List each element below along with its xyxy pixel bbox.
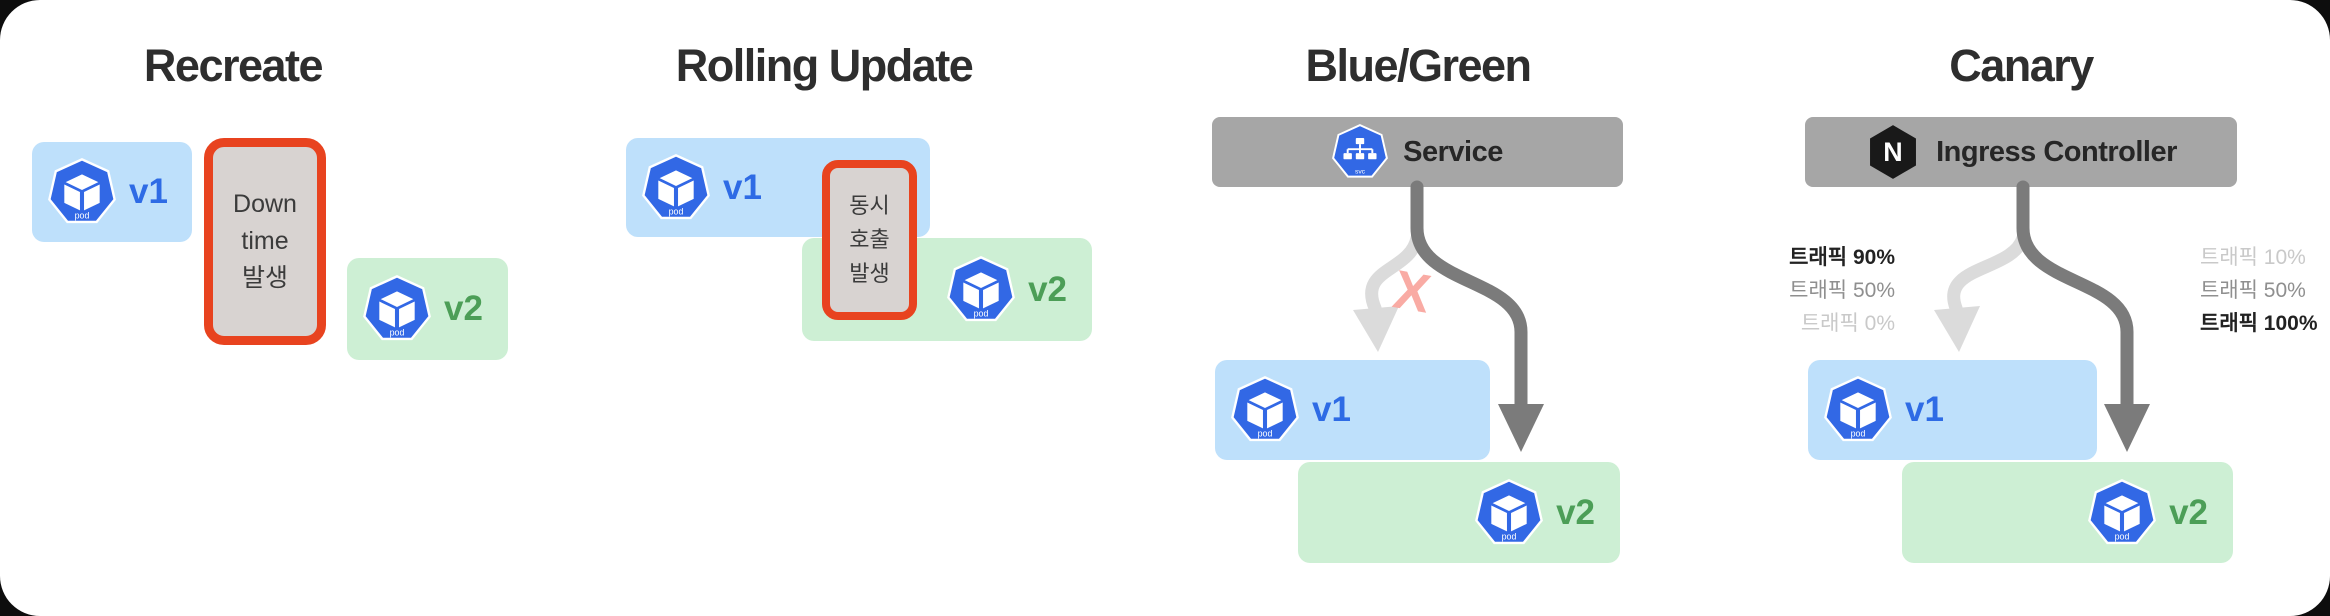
traffic-label: 트래픽 50%	[2200, 279, 2306, 302]
pod-box-v2-blue-green: v2	[1298, 462, 1620, 563]
warning-text-line: 발생	[241, 264, 288, 292]
pod-version-label: v2	[1028, 269, 1067, 309]
warning-text-line: Down	[233, 190, 297, 218]
pod-icon	[642, 154, 710, 222]
arrowhead-v2-active	[1498, 404, 1544, 452]
pod-version-label: v2	[2169, 492, 2208, 532]
nginx-icon	[1865, 124, 1921, 180]
traffic-label: 트래픽 10%	[2200, 246, 2306, 269]
pod-version-label: v2	[444, 289, 483, 328]
section-title-rolling-update: Rolling Update	[675, 40, 974, 91]
traffic-arrows-blue-green: X	[1353, 180, 1544, 452]
pod-icon	[947, 256, 1015, 324]
pod-box-v1-blue-green: v1	[1215, 360, 1490, 460]
warning-text-line: 호출	[849, 227, 890, 252]
pod-version-label: v1	[1312, 390, 1351, 429]
traffic-label: 트래픽 90%	[1789, 246, 1895, 269]
arrowhead-v1-inactive	[1353, 306, 1399, 352]
pod-box-v1-canary: v1	[1808, 360, 2097, 460]
section-title-canary: Canary	[1949, 40, 2094, 91]
traffic-labels-v1: 트래픽 90% 트래픽 50% 트래픽 0%	[1745, 241, 1895, 340]
arrowhead-v1-light	[1934, 306, 1980, 352]
pod-version-label: v2	[1556, 492, 1595, 532]
pod-version-label: v1	[1905, 390, 1944, 429]
arrow-to-v2-active	[1410, 180, 1528, 415]
section-title-blue-green: Blue/Green	[1305, 40, 1532, 91]
arrow-to-v1-inactive	[1365, 231, 1424, 315]
warning-text-line: 동시	[849, 193, 890, 218]
pod-icon	[2088, 479, 2156, 547]
section-title-recreate: Recreate	[143, 40, 324, 91]
arrowhead-v2-dark	[2104, 404, 2150, 452]
service-label: Service	[1403, 135, 1503, 168]
pod-box-v2-canary: v2	[1902, 462, 2233, 563]
warning-text-line: time	[241, 227, 289, 255]
pod-version-label: v1	[723, 167, 762, 207]
traffic-label: 트래픽 50%	[1789, 279, 1895, 302]
service-bar: Service	[1212, 117, 1623, 187]
warning-box-simultaneous-calls: 동시 호출 발생	[822, 160, 917, 320]
warning-box-downtime: Down time 발생	[204, 138, 326, 345]
traffic-label: 트래픽 0%	[1800, 312, 1895, 335]
ingress-controller-bar: Ingress Controller	[1805, 117, 2237, 187]
arrow-to-v1-light	[1947, 231, 2030, 315]
traffic-labels-v2: 트래픽 10% 트래픽 50% 트래픽 100%	[2200, 241, 2318, 340]
pod-box-v2-recreate: v2	[347, 258, 508, 360]
arrow-to-v2-dark	[2016, 180, 2134, 415]
pod-icon	[1475, 479, 1543, 547]
pod-icon	[48, 158, 116, 226]
traffic-label: 트래픽 100%	[2200, 312, 2318, 335]
pod-icon	[363, 275, 431, 343]
service-icon	[1332, 124, 1388, 180]
warning-text-line: 발생	[849, 261, 890, 286]
pod-version-label: v1	[129, 172, 168, 211]
pod-box-v1-recreate: v1	[32, 142, 192, 242]
traffic-arrows-canary	[1934, 180, 2150, 452]
ingress-controller-label: Ingress Controller	[1936, 135, 2177, 168]
